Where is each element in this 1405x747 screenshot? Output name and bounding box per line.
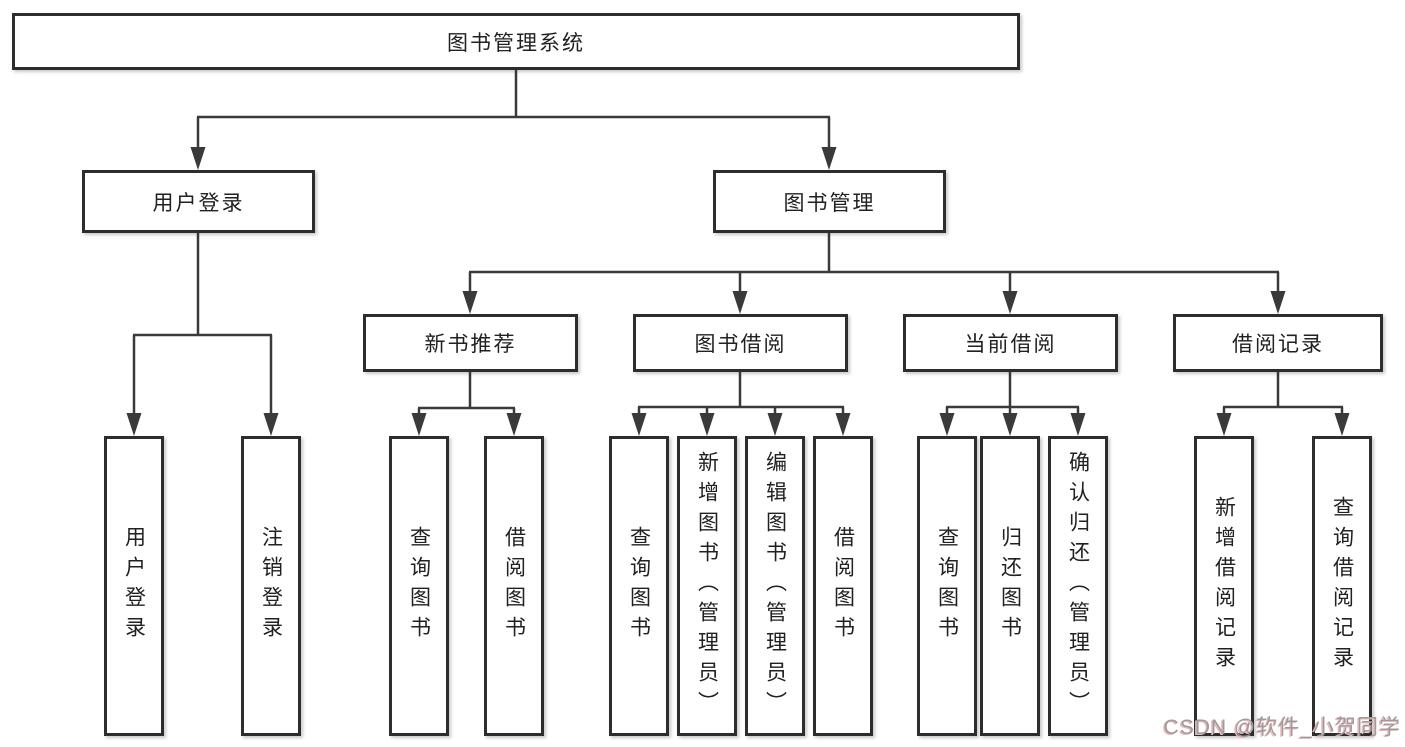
node-label: 图书借阅 xyxy=(694,333,787,356)
csdn-watermark: CSDN @软件_小贺同学 xyxy=(1163,716,1401,739)
leaf-logout: 注销登录 xyxy=(241,436,301,736)
node-label: 确认归还（管理员） xyxy=(1066,451,1090,721)
leaf-edit-book-admin: 编辑图书（管理员） xyxy=(745,436,805,736)
leaf-borrow-books-recommend: 借阅图书 xyxy=(484,436,544,736)
arrowhead-icon xyxy=(767,413,783,436)
arrowhead-icon xyxy=(126,413,142,436)
node-label: 新增借阅记录 xyxy=(1212,496,1236,676)
arrowhead-icon xyxy=(263,413,279,436)
node-library-system: 图书管理系统 xyxy=(12,13,1020,70)
node-user-login: 用户登录 xyxy=(82,170,315,233)
node-label: 新书推荐 xyxy=(424,333,517,356)
arrowhead-icon xyxy=(462,291,478,314)
node-book-management: 图书管理 xyxy=(713,170,946,233)
node-label: 图书管理 xyxy=(783,191,876,215)
node-current-borrow: 当前借阅 xyxy=(903,314,1118,372)
node-label: 归还图书 xyxy=(998,526,1022,646)
node-label: 用户登录 xyxy=(122,526,146,646)
leaf-query-books-current: 查询图书 xyxy=(917,436,977,736)
node-label: 用户登录 xyxy=(152,191,245,215)
leaf-user-login: 用户登录 xyxy=(104,436,164,736)
arrowhead-icon xyxy=(835,413,851,436)
node-borrow-records: 借阅记录 xyxy=(1173,314,1383,372)
node-label: 编辑图书（管理员） xyxy=(763,451,787,721)
node-new-book-recommend: 新书推荐 xyxy=(363,314,578,372)
node-label: 当前借阅 xyxy=(964,333,1057,356)
leaf-query-borrow-record: 查询借阅记录 xyxy=(1312,436,1372,736)
leaf-confirm-return-admin: 确认归还（管理员） xyxy=(1048,436,1108,736)
arrowhead-icon xyxy=(411,413,427,436)
arrowhead-icon xyxy=(1070,413,1086,436)
leaf-query-books-recommend: 查询图书 xyxy=(389,436,449,736)
node-label: 借阅图书 xyxy=(502,526,526,646)
arrowhead-icon xyxy=(939,413,955,436)
leaf-query-books-borrow: 查询图书 xyxy=(609,436,669,736)
arrowhead-icon xyxy=(1334,413,1350,436)
arrowhead-icon xyxy=(699,413,715,436)
leaf-add-borrow-record: 新增借阅记录 xyxy=(1194,436,1254,736)
arrowhead-icon xyxy=(1002,413,1018,436)
node-label: 查询图书 xyxy=(935,526,959,646)
arrowhead-icon xyxy=(821,147,837,170)
node-label: 图书管理系统 xyxy=(447,31,585,55)
arrowhead-icon xyxy=(190,147,206,170)
arrowhead-icon xyxy=(1002,291,1018,314)
node-book-borrow: 图书借阅 xyxy=(633,314,848,372)
node-label: 查询图书 xyxy=(407,526,431,646)
leaf-add-book-admin: 新增图书（管理员） xyxy=(677,436,737,736)
arrowhead-icon xyxy=(506,413,522,436)
node-label: 查询图书 xyxy=(627,526,651,646)
node-label: 新增图书（管理员） xyxy=(695,451,719,721)
node-label: 借阅记录 xyxy=(1232,333,1324,356)
arrowhead-icon xyxy=(732,291,748,314)
leaf-borrow-books: 借阅图书 xyxy=(813,436,873,736)
node-label: 注销登录 xyxy=(259,526,283,646)
node-label: 借阅图书 xyxy=(831,526,855,646)
arrowhead-icon xyxy=(631,413,647,436)
node-label: 查询借阅记录 xyxy=(1330,496,1354,676)
arrowhead-icon xyxy=(1270,291,1286,314)
leaf-return-book: 归还图书 xyxy=(980,436,1040,736)
arrowhead-icon xyxy=(1216,413,1232,436)
